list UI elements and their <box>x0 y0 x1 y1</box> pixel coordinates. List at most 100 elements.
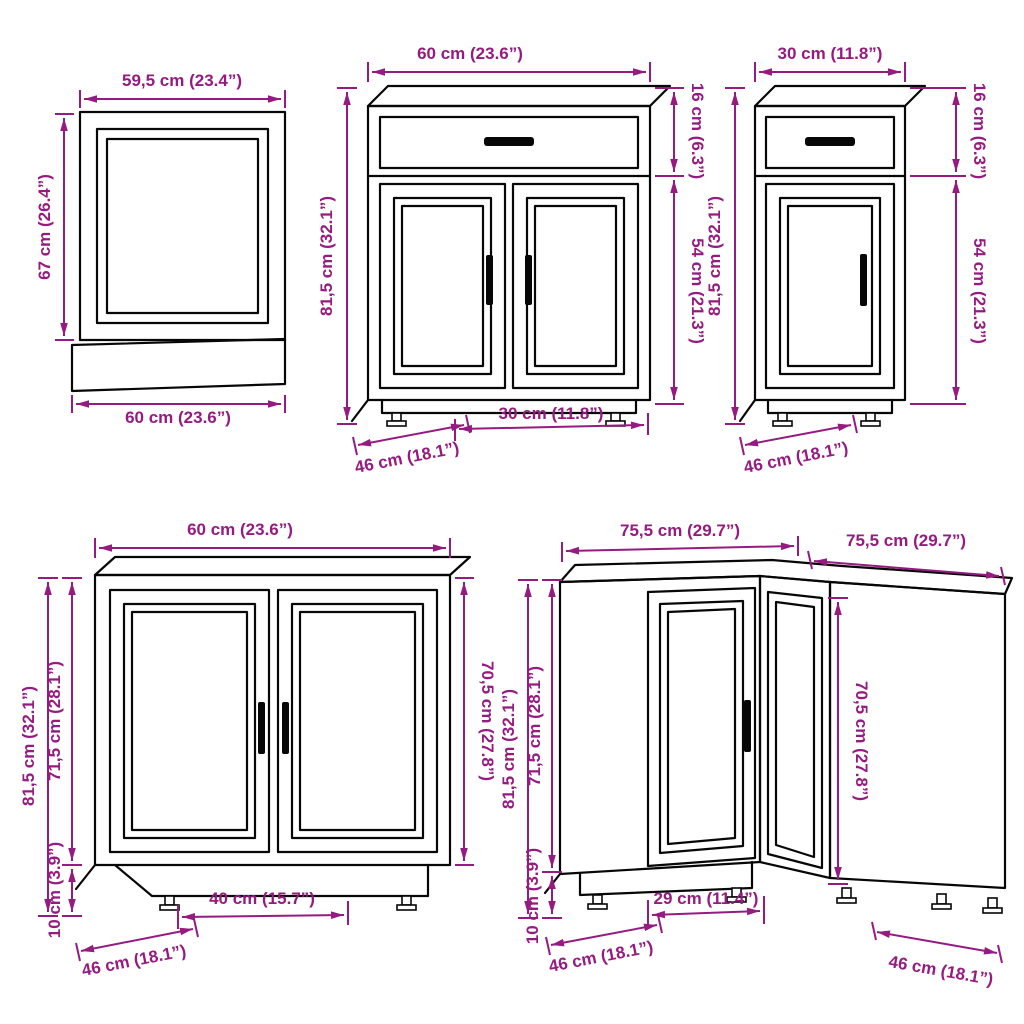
dim-label: 54 cm (21.3”) <box>688 238 707 344</box>
dim-width-left: 75,5 cm (29.7”) <box>561 521 799 562</box>
dim-panel-width-top: 59,5 cm (23.4”) <box>79 71 286 108</box>
drawer-handle <box>484 137 534 146</box>
dim-width-top: 30 cm (11.8”) <box>754 44 906 82</box>
adjustable-foot <box>860 420 881 427</box>
dim-label: 16 cm (6.3”) <box>688 83 707 179</box>
floor-edge <box>738 398 757 423</box>
corner-cabinet-drawing: 75,5 cm (29.7”) 75,5 cm (29.7”) 81,5 cm … <box>499 521 1014 989</box>
cabinet-top-face <box>93 555 472 577</box>
adjustable-foot <box>936 893 947 905</box>
dim-depth: 46 cm (18.1”) <box>352 414 471 477</box>
cabinet-top-face <box>366 84 672 108</box>
dim-label: 59,5 cm (23.4”) <box>122 71 242 90</box>
double-door-cabinet-drawing: 60 cm (23.6”) 81,5 cm (32.1”) 71,5 cm (2… <box>19 520 497 980</box>
dim-total-height: 81,5 cm (32.1”) <box>499 579 538 919</box>
dim-depth-right: 46 cm (18.1”) <box>871 921 1003 989</box>
dim-plinth-height: 10 cm (3.9”) <box>523 848 562 944</box>
dim-label: 60 cm (23.6”) <box>187 520 293 539</box>
panel-cabinet-drawing: 59,5 cm (23.4”) 67 cm (26.4”) 60 cm (23.… <box>35 71 287 427</box>
floor-edge <box>74 863 97 891</box>
door-right <box>276 588 439 854</box>
adjustable-foot <box>987 897 998 909</box>
dim-label: 40 cm (15.7”) <box>209 889 315 908</box>
adjustable-foot <box>931 903 952 910</box>
door-left <box>108 588 271 854</box>
adjustable-foot <box>982 907 1003 914</box>
adjustable-foot <box>592 894 603 905</box>
adjustable-foot <box>396 904 417 911</box>
dim-label: 75,5 cm (29.7”) <box>620 521 740 540</box>
dim-label: 81,5 cm (32.1”) <box>705 196 724 316</box>
adjustable-foot <box>401 895 412 906</box>
dim-label: 81,5 cm (32.1”) <box>499 689 518 809</box>
dim-label: 70,5 cm (27.8”) <box>478 661 497 781</box>
drawer-front <box>764 115 896 170</box>
dim-panel-width-bottom: 60 cm (23.6”) <box>71 395 286 427</box>
adjustable-foot <box>386 420 407 427</box>
dim-label: 10 cm (3.9”) <box>45 842 64 938</box>
adjustable-foot <box>610 412 621 422</box>
dim-label: 29 cm (11.4”) <box>654 889 759 908</box>
dim-label: 30 cm (11.8”) <box>778 44 883 63</box>
dim-label: 46 cm (18.1”) <box>353 438 461 477</box>
toe-kick <box>766 398 894 415</box>
dim-total-height: 81,5 cm (32.1”) <box>317 87 357 425</box>
drawer-handle <box>805 137 855 146</box>
dim-label: 30 cm (11.8”) <box>499 404 604 423</box>
side-face-right <box>828 580 1007 890</box>
dim-label: 81,5 cm (32.1”) <box>317 196 336 316</box>
dim-drawer-height: 16 cm (6.3”) <box>910 83 989 179</box>
dim-width-right: 75,5 cm (29.7”) <box>807 531 1006 586</box>
dim-label: 71,5 cm (28.1”) <box>525 666 544 786</box>
dim-label: 81,5 cm (32.1”) <box>19 686 38 806</box>
drawer-cabinet-30-drawing: 30 cm (11.8”) 81,5 cm (32.1”) 16 cm (6.3… <box>705 44 989 477</box>
dim-depth: 46 cm (18.1”) <box>75 918 199 980</box>
dim-door-width: 29 cm (11.4”) <box>647 889 765 928</box>
panel-front <box>78 110 287 342</box>
adjustable-foot <box>159 904 180 911</box>
dim-label: 60 cm (23.6”) <box>417 44 523 63</box>
angled-face <box>758 574 832 880</box>
cabinet-top-face <box>753 84 927 108</box>
toe-kick <box>113 863 430 898</box>
panel-plinth <box>70 337 287 393</box>
dim-door-height: 54 cm (21.3”) <box>910 180 989 405</box>
adjustable-foot <box>391 412 402 422</box>
cabinet-front-face <box>753 104 907 402</box>
dim-label: 70,5 cm (27.8”) <box>852 681 871 801</box>
dim-total-height: 81,5 cm (32.1”) <box>19 577 58 917</box>
cabinet-front-face <box>366 104 652 402</box>
door <box>764 182 896 390</box>
dim-label: 71,5 cm (28.1”) <box>45 661 64 781</box>
dim-label: 67 cm (26.4”) <box>35 174 54 280</box>
dim-width-top: 60 cm (23.6”) <box>94 520 451 558</box>
dim-label: 54 cm (21.3”) <box>970 238 989 344</box>
door-handle <box>744 700 751 752</box>
adjustable-foot <box>777 412 788 422</box>
door-handle <box>282 702 289 754</box>
adjustable-foot <box>726 896 747 903</box>
corner-door <box>646 586 757 868</box>
angled-panel-frame <box>766 590 824 870</box>
floor-edge <box>350 398 370 423</box>
drawer-cabinet-60-drawing: 60 cm (23.6”) 81,5 cm (32.1”) 16 cm (6.3… <box>317 44 707 477</box>
dim-total-height: 81,5 cm (32.1”) <box>705 87 745 425</box>
adjustable-foot <box>836 897 857 904</box>
toe-kick <box>380 398 638 415</box>
dim-width-top: 60 cm (23.6”) <box>367 44 651 82</box>
adjustable-foot <box>164 895 175 906</box>
door-handle <box>525 255 532 305</box>
dim-label: 10 cm (3.9”) <box>523 848 542 944</box>
door-handle <box>860 254 867 306</box>
dim-label: 46 cm (18.1”) <box>742 438 850 477</box>
dim-drawer-height: 16 cm (6.3”) <box>655 83 707 179</box>
dim-panel-height-left: 67 cm (26.4”) <box>35 113 74 341</box>
adjustable-foot <box>865 412 876 422</box>
dim-label: 60 cm (23.6”) <box>125 408 231 427</box>
dim-side-height: 70,5 cm (27.8”) <box>828 597 871 885</box>
dim-label: 16 cm (6.3”) <box>970 83 989 179</box>
toe-kick <box>578 860 754 897</box>
adjustable-foot <box>587 903 608 910</box>
dim-depth: 46 cm (18.1”) <box>739 414 858 477</box>
